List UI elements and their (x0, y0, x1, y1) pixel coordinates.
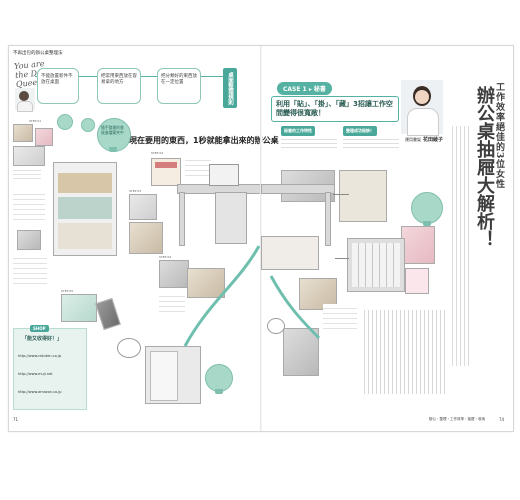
footer-text: 辦公・整理・工作效率・抽屜・收納 (429, 417, 485, 421)
desk-drawer-block (215, 192, 247, 244)
item-photo-2 (35, 128, 53, 146)
rule-bubble-3: 把分類好的東西放在一定位置 (157, 68, 201, 104)
main-title-line-2: 辦公桌抽屜大解析！ (474, 86, 495, 248)
step-label-5: STEP 05 (61, 289, 74, 293)
caption-left-1 (13, 167, 41, 181)
lightbulb-icon-small-1 (57, 114, 73, 130)
rule-bubble-2-text: 把常用東西放在容易拿的地方 (101, 74, 137, 85)
rule-bubble-2: 把常用東西放在容易拿的地方 (97, 68, 141, 104)
case-headline: 利用「貼」、「掛」、「藏」3招讓工作空間變得很寬敞！ (271, 96, 399, 122)
rule-bubble-1-text: 不能放置新件不放在桌面 (41, 74, 73, 85)
person-name: 花田綾子 (423, 137, 444, 143)
desk-right-extension (261, 184, 335, 194)
drawer-photo-right-5 (347, 238, 405, 292)
lightbulb-icon-small-2 (81, 118, 95, 132)
caption-center-1 (159, 292, 185, 312)
case-label: CASE 1 ▸ 秘書 (277, 82, 332, 95)
rule-bubble-1: 不能放置新件不放在桌面 (37, 68, 79, 104)
lightbulb-icon-bottom (205, 364, 233, 394)
secretary-photo (401, 80, 443, 136)
speech-bubble-right (267, 318, 285, 334)
info-box-badge: SHOP (30, 325, 49, 332)
magazine-spread: 不再出包的辦公桌整理法 You are the Desk Queen! 不能放置… (8, 45, 514, 432)
info-link-3[interactable]: http://www.amazon.co.jp (18, 390, 62, 394)
info-box: SHOP 「能又收得好！」 http://www.rakuten.co.jp h… (13, 325, 87, 410)
item-photo-6 (95, 297, 121, 331)
drawer-photo-1 (129, 194, 157, 220)
speech-bubble (117, 338, 141, 358)
drawer-photo-right-6 (261, 236, 319, 270)
caption-right-1 (323, 304, 357, 330)
connector-line-1 (333, 194, 349, 195)
desk-caption-1 (185, 156, 211, 180)
sub-tag-2: 整理成功秘訣！ (343, 126, 377, 136)
drawer-photo-right-3 (401, 226, 435, 264)
top-label: 不再出包的辦公桌整理法 (13, 51, 63, 56)
case-headline-text: 利用「貼」、「掛」、「藏」3招讓工作空間變得很寬敞！ (276, 100, 393, 117)
item-photo-7 (159, 260, 189, 288)
lightbulb-callout-text: 隨手整理的書放進檔案夾中 (101, 125, 124, 135)
lightbulb-icon-left (97, 118, 131, 152)
connector-curve-right (269, 275, 321, 340)
right-page-number: 74 (499, 417, 505, 422)
item-photo-3 (13, 146, 45, 166)
step-label-3: STEP 03 (129, 189, 142, 193)
sub-tag-1: 秘書的工作特性 (281, 126, 315, 136)
connector-line-2 (335, 258, 349, 259)
info-link-2[interactable]: http://www.muji.net (18, 372, 53, 376)
caption-left-2 (13, 190, 45, 220)
rule-tag-text: 桌面整理規則 (227, 72, 233, 105)
step-label-1: STEP 01 (29, 119, 42, 123)
rule-bubble-3-text: 把分類好的東西放在一定位置 (161, 74, 197, 85)
desk-leg-right (325, 192, 331, 246)
drawer-photo-right-4 (405, 268, 429, 294)
item-photo-1 (13, 124, 33, 142)
caption-left-3 (13, 254, 47, 284)
drawer-photo-right-8 (283, 328, 319, 376)
person-label: 運用書架 (405, 137, 421, 142)
step-label-4: STEP 04 (159, 255, 172, 259)
drawer-photo-right-2 (339, 170, 387, 222)
sub-text-1 (281, 136, 337, 150)
shelf-cabinet-photo (53, 162, 117, 256)
item-photo-5 (61, 294, 97, 322)
desk-leg-left (179, 192, 185, 246)
body-text-column (449, 126, 469, 366)
rule-tag: 桌面整理規則 (223, 68, 237, 108)
lightbulb-icon-right-2 (411, 192, 443, 226)
drawer-photo-2 (129, 222, 163, 254)
calendar-photo (151, 158, 181, 186)
person-figure (19, 91, 29, 101)
section-header: 現在要用的東西，1秒就能拿出來的辦公桌 (129, 136, 279, 145)
body-text-bottom (361, 310, 447, 394)
item-photo-8 (187, 268, 225, 298)
cabinet-photo-bottom (145, 346, 201, 404)
person-body (17, 101, 33, 112)
desk-monitor (209, 164, 239, 186)
info-link-1[interactable]: http://www.rakuten.co.jp (18, 354, 61, 358)
connector-curve-left (183, 245, 261, 347)
left-page-number: 71 (13, 417, 19, 422)
case-label-text: CASE 1 ▸ 秘書 (283, 86, 326, 93)
item-photo-4 (17, 230, 41, 250)
step-label-2: STEP 02 (151, 151, 164, 155)
info-box-title: 「能又收得好！」 (22, 336, 63, 342)
sub-text-2 (343, 136, 399, 150)
main-title-line-1: 工作效率絕佳的3位女性 (494, 82, 504, 190)
